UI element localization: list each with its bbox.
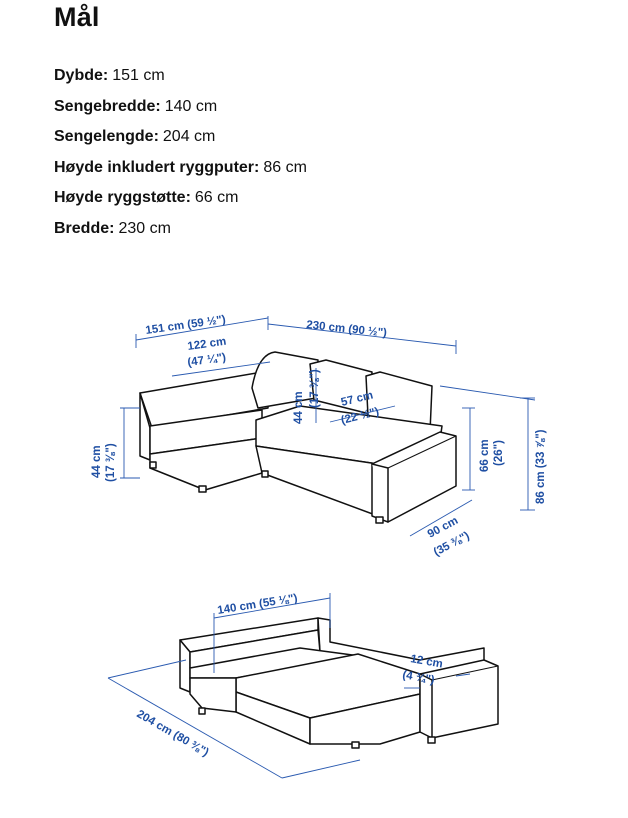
dim-bed-length: 204 cm (80 ⅜"): [135, 708, 211, 759]
spec-label: Dybde:: [54, 67, 109, 84]
spec-label: Høyde ryggstøtte:: [54, 189, 191, 207]
spec-height-with-cushions: Høyde inkludert ryggputer:86 cm: [54, 157, 307, 188]
dim-seat-height-center-cm: 44 cm: [293, 391, 305, 424]
dim-seat-height-left-in: (17 ⅜"): [105, 443, 117, 482]
spec-bed-length: Sengelengde:204 cm: [54, 126, 307, 157]
spec-depth: Dybde:151 cm: [54, 65, 307, 96]
spec-label: Høyde inkludert ryggputer:: [54, 158, 260, 176]
dimension-lines-top: [120, 316, 536, 537]
dim-bed-width: 140 cm (55 ⅛"): [217, 592, 299, 617]
dim-chaise-inner-cm: 122 cm: [187, 336, 227, 353]
spec-backrest-height: Høyde ryggstøtte:66 cm: [54, 187, 307, 218]
spec-list: Dybde:151 cm Sengebredde:140 cm Sengelen…: [54, 65, 307, 249]
spec-value: 86 cm: [263, 158, 307, 176]
spec-bed-width: Sengebredde:140 cm: [54, 96, 307, 127]
spec-label: Sengelengde:: [54, 128, 159, 146]
sofa-bed-illustration: [179, 617, 499, 749]
dim-depth: 151 cm (59 ½"): [145, 314, 227, 337]
spec-value: 151 cm: [112, 67, 165, 84]
spec-label: Sengebredde:: [54, 97, 161, 115]
dim-seat-height-center-in: (17 ⅜"): [309, 369, 321, 408]
dim-back-height-in: (26"): [493, 440, 505, 466]
spec-value: 204 cm: [162, 128, 216, 146]
dim-armrest-width-in: (4 ¾"): [401, 669, 435, 686]
dim-width: 230 cm (90 ½"): [306, 319, 388, 339]
spec-label: Bredde:: [54, 219, 115, 237]
sofa-illustration: [139, 351, 457, 524]
dimension-drawing: 151 cm (59 ½") 230 cm (90 ½") 122 cm (47…: [91, 314, 547, 779]
dim-seat-height-left-cm: 44 cm: [91, 445, 103, 478]
dim-chaise-inner-in: (47 ¼"): [187, 352, 227, 369]
dimension-lines-bottom: [107, 593, 471, 779]
dim-armrest-width-cm: 12 cm: [409, 653, 443, 670]
spec-value: 230 cm: [118, 219, 171, 237]
spec-width: Bredde:230 cm: [54, 218, 307, 249]
spec-value: 66 cm: [194, 189, 239, 207]
dim-total-height: 86 cm (33 ⅞"): [535, 429, 547, 504]
page-title: Mål: [54, 2, 100, 32]
dim-back-height-cm: 66 cm: [479, 439, 491, 472]
spec-value: 140 cm: [164, 97, 218, 115]
